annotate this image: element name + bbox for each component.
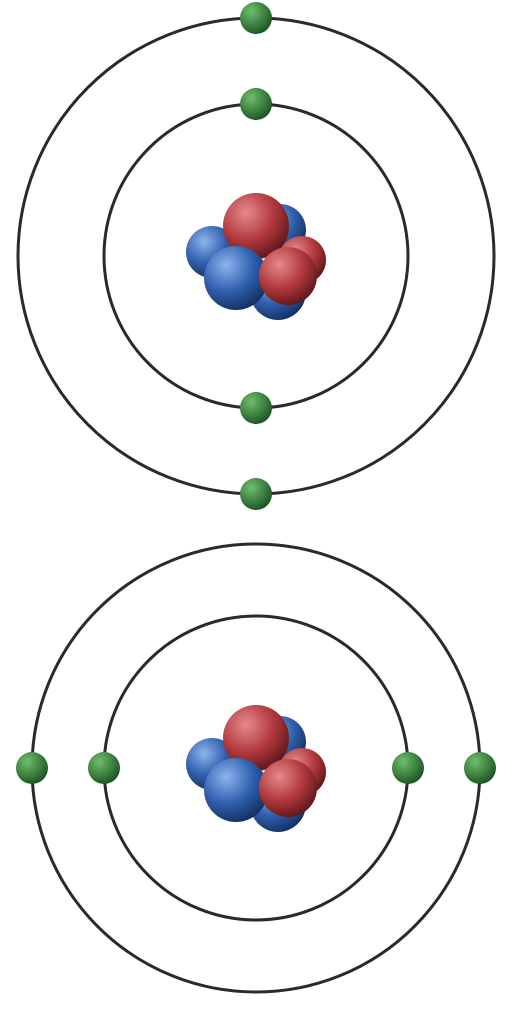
- nucleus: [186, 193, 326, 320]
- electron-icon: [240, 478, 272, 510]
- electron-icon: [392, 752, 424, 784]
- electron-icon: [16, 752, 48, 784]
- proton-icon: [223, 705, 289, 771]
- proton-icon: [223, 193, 289, 259]
- electron-icon: [464, 752, 496, 784]
- electron-icon: [88, 752, 120, 784]
- neutron-icon: [204, 758, 268, 822]
- nucleus: [186, 705, 326, 832]
- proton-icon: [259, 759, 317, 817]
- electron-icon: [240, 2, 272, 34]
- electron-icon: [240, 88, 272, 120]
- neutron-icon: [204, 246, 268, 310]
- atom-top: [16, 2, 496, 510]
- electron-icon: [240, 392, 272, 424]
- proton-icon: [259, 247, 317, 305]
- atom-bottom: [16, 542, 496, 994]
